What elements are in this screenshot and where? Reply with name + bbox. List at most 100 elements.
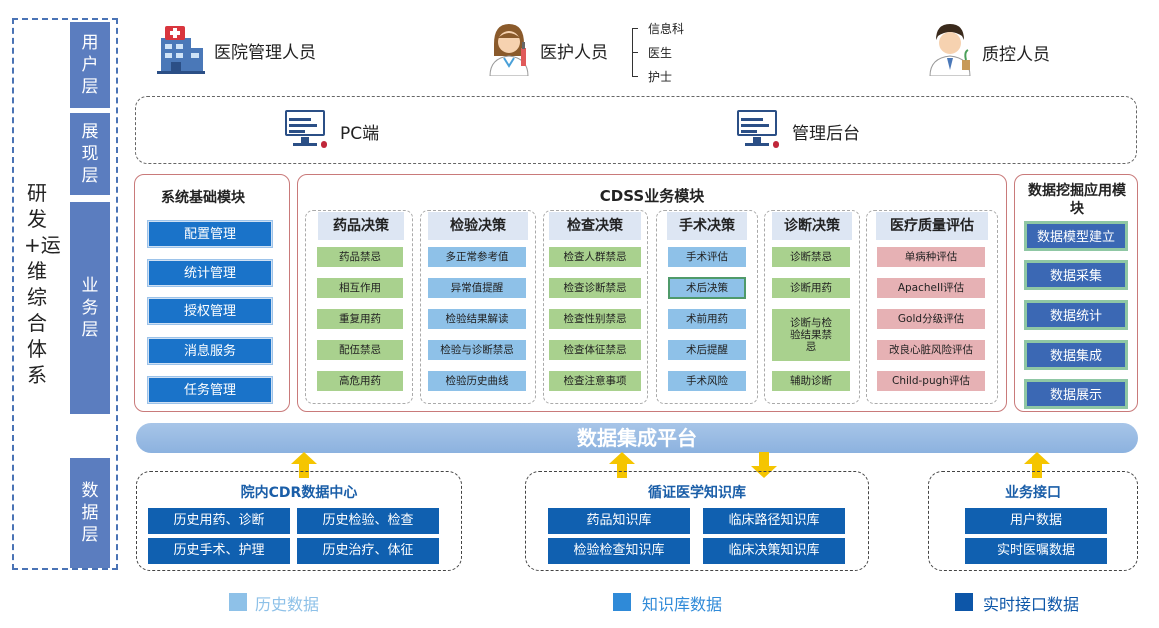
up-arrow-icon (1024, 452, 1050, 478)
layer-tab-display: 展现层 (70, 113, 110, 195)
cdss-cell[interactable]: 改良心脏风险评估 (877, 340, 985, 360)
legend-realtime-label: 实时接口数据 (983, 595, 1080, 614)
cdss-cell[interactable]: 检查注意事项 (549, 371, 641, 391)
cdss-cell[interactable]: 检验结果解读 (428, 309, 526, 329)
cdr-item[interactable]: 历史治疗、体征 (297, 538, 439, 564)
cdss-column-header: 药品决策 (318, 212, 404, 240)
cdss-cell[interactable]: 检查性别禁忌 (549, 309, 641, 329)
base-module-title: 系统基础模块 (161, 190, 245, 206)
cdss-cell[interactable]: Gold分级评估 (877, 309, 985, 329)
mining-collect-button[interactable]: 数据采集 (1024, 260, 1128, 290)
knowledge-item[interactable]: 临床决策知识库 (703, 538, 845, 564)
staff-sub-info-dept: 信息科 (648, 22, 685, 36)
layer-tab-business: 业务层 (70, 202, 110, 414)
layer-tab-data: 数据层 (70, 458, 110, 568)
base-stats-button[interactable]: 统计管理 (148, 260, 272, 286)
cdss-cell[interactable]: 检查诊断禁忌 (549, 278, 641, 298)
legend-swatch-knowledge (613, 593, 631, 611)
up-arrow-icon (609, 452, 635, 478)
cdss-column-drug (305, 210, 413, 404)
cdss-column-exam (543, 210, 648, 404)
display-layer-box (135, 96, 1137, 164)
cdss-module-title: CDSS业务模块 (599, 187, 705, 205)
cdss-column-header: 检验决策 (428, 212, 528, 240)
cdss-cell[interactable]: 检查体征禁忌 (549, 340, 641, 360)
business-interface-box (928, 471, 1138, 571)
cdss-cell[interactable]: 单病种评估 (877, 247, 985, 267)
mining-integration-button[interactable]: 数据集成 (1024, 340, 1128, 370)
cdss-cell[interactable]: 术后提醒 (668, 340, 746, 360)
bracket-tick (632, 28, 638, 29)
user-qc-staff: 质控人员 (982, 45, 1050, 65)
cdss-cell[interactable]: 相互作用 (317, 278, 403, 298)
system-frame (12, 18, 118, 570)
cdss-cell[interactable]: 诊断用药 (772, 278, 850, 298)
mining-module-title: 数据挖掘应用模块 (1028, 183, 1126, 217)
knowledge-item[interactable]: 药品知识库 (548, 508, 690, 534)
cdss-cell[interactable]: Child-pugh评估 (877, 371, 985, 391)
cdss-cell[interactable]: 手术风险 (668, 371, 746, 391)
cdss-cell[interactable]: 诊断禁忌 (772, 247, 850, 267)
cdss-cell[interactable]: 异常值提醒 (428, 278, 526, 298)
nurse-avatar-icon (486, 22, 532, 77)
qc-staff-avatar-icon (926, 22, 974, 77)
cdss-cell[interactable]: 高危用药 (317, 371, 403, 391)
cdr-data-center-box (136, 471, 462, 571)
business-interface-title: 业务接口 (1005, 485, 1061, 501)
cdss-cell[interactable]: 辅助诊断 (772, 371, 850, 391)
cdss-cell[interactable]: 药品禁忌 (317, 247, 403, 267)
cdss-cell-selected[interactable]: 术后决策 (668, 277, 746, 299)
knowledge-item[interactable]: 临床路径知识库 (703, 508, 845, 534)
mining-stats-button[interactable]: 数据统计 (1024, 300, 1128, 330)
cdss-cell[interactable]: 多正常参考值 (428, 247, 526, 267)
bracket-tick (632, 76, 638, 77)
side-title: 研发+运维综合体系 (24, 181, 61, 387)
admin-monitor-icon (735, 108, 779, 150)
cdss-cell[interactable]: 检验历史曲线 (428, 371, 526, 391)
display-admin-label: 管理后台 (792, 124, 860, 144)
cdss-cell[interactable]: 重复用药 (317, 309, 403, 329)
cdss-column-surgery (656, 210, 758, 404)
base-message-button[interactable]: 消息服务 (148, 338, 272, 364)
cdss-column-header: 检查决策 (549, 212, 641, 240)
knowledge-item[interactable]: 检验检查知识库 (548, 538, 690, 564)
knowledge-base-title: 循证医学知识库 (648, 485, 746, 501)
base-auth-button[interactable]: 授权管理 (148, 298, 272, 324)
mining-display-button[interactable]: 数据展示 (1024, 379, 1128, 409)
display-pc-label: PC端 (340, 124, 380, 144)
user-hospital-admin: 医院管理人员 (214, 43, 316, 63)
legend-swatch-realtime (955, 593, 973, 611)
data-integration-platform: 数据集成平台 (136, 423, 1138, 453)
bracket-tick (632, 52, 638, 53)
knowledge-base-box (525, 471, 869, 571)
base-task-button[interactable]: 任务管理 (148, 377, 272, 403)
cdss-cell[interactable]: 检验与诊断禁忌 (428, 340, 526, 360)
user-medical-staff: 医护人员 (540, 43, 608, 63)
cdr-data-center-title: 院内CDR数据中心 (240, 485, 358, 501)
cdss-column-header: 手术决策 (667, 212, 747, 240)
interface-item[interactable]: 实时医嘱数据 (965, 538, 1107, 564)
cdss-column-lab (420, 210, 536, 404)
layer-tab-user: 用户层 (70, 22, 110, 108)
cdss-column-quality (866, 210, 998, 404)
mining-model-button[interactable]: 数据模型建立 (1024, 221, 1128, 251)
cdr-item[interactable]: 历史手术、护理 (148, 538, 290, 564)
legend-swatch-history (229, 593, 247, 611)
interface-item[interactable]: 用户数据 (965, 508, 1107, 534)
base-config-button[interactable]: 配置管理 (148, 221, 272, 247)
cdss-cell[interactable]: 检查人群禁忌 (549, 247, 641, 267)
legend-history-label: 历史数据 (255, 595, 320, 614)
cdss-column-diagnosis (764, 210, 860, 404)
base-module-box (134, 174, 290, 412)
hospital-building-icon (157, 24, 205, 74)
cdss-cell[interactable]: 手术评估 (668, 247, 746, 267)
legend-knowledge-label: 知识库数据 (642, 595, 723, 614)
staff-sub-nurse: 护士 (648, 70, 673, 84)
cdr-item[interactable]: 历史检验、检查 (297, 508, 439, 534)
cdss-cell[interactable]: 诊断与检验结果禁忌 (772, 309, 850, 361)
cdss-cell[interactable]: ApacheII评估 (877, 278, 985, 298)
cdss-cell[interactable]: 配伍禁忌 (317, 340, 403, 360)
cdr-item[interactable]: 历史用药、诊断 (148, 508, 290, 534)
mining-module-box (1014, 174, 1138, 412)
cdss-cell[interactable]: 术前用药 (668, 309, 746, 329)
